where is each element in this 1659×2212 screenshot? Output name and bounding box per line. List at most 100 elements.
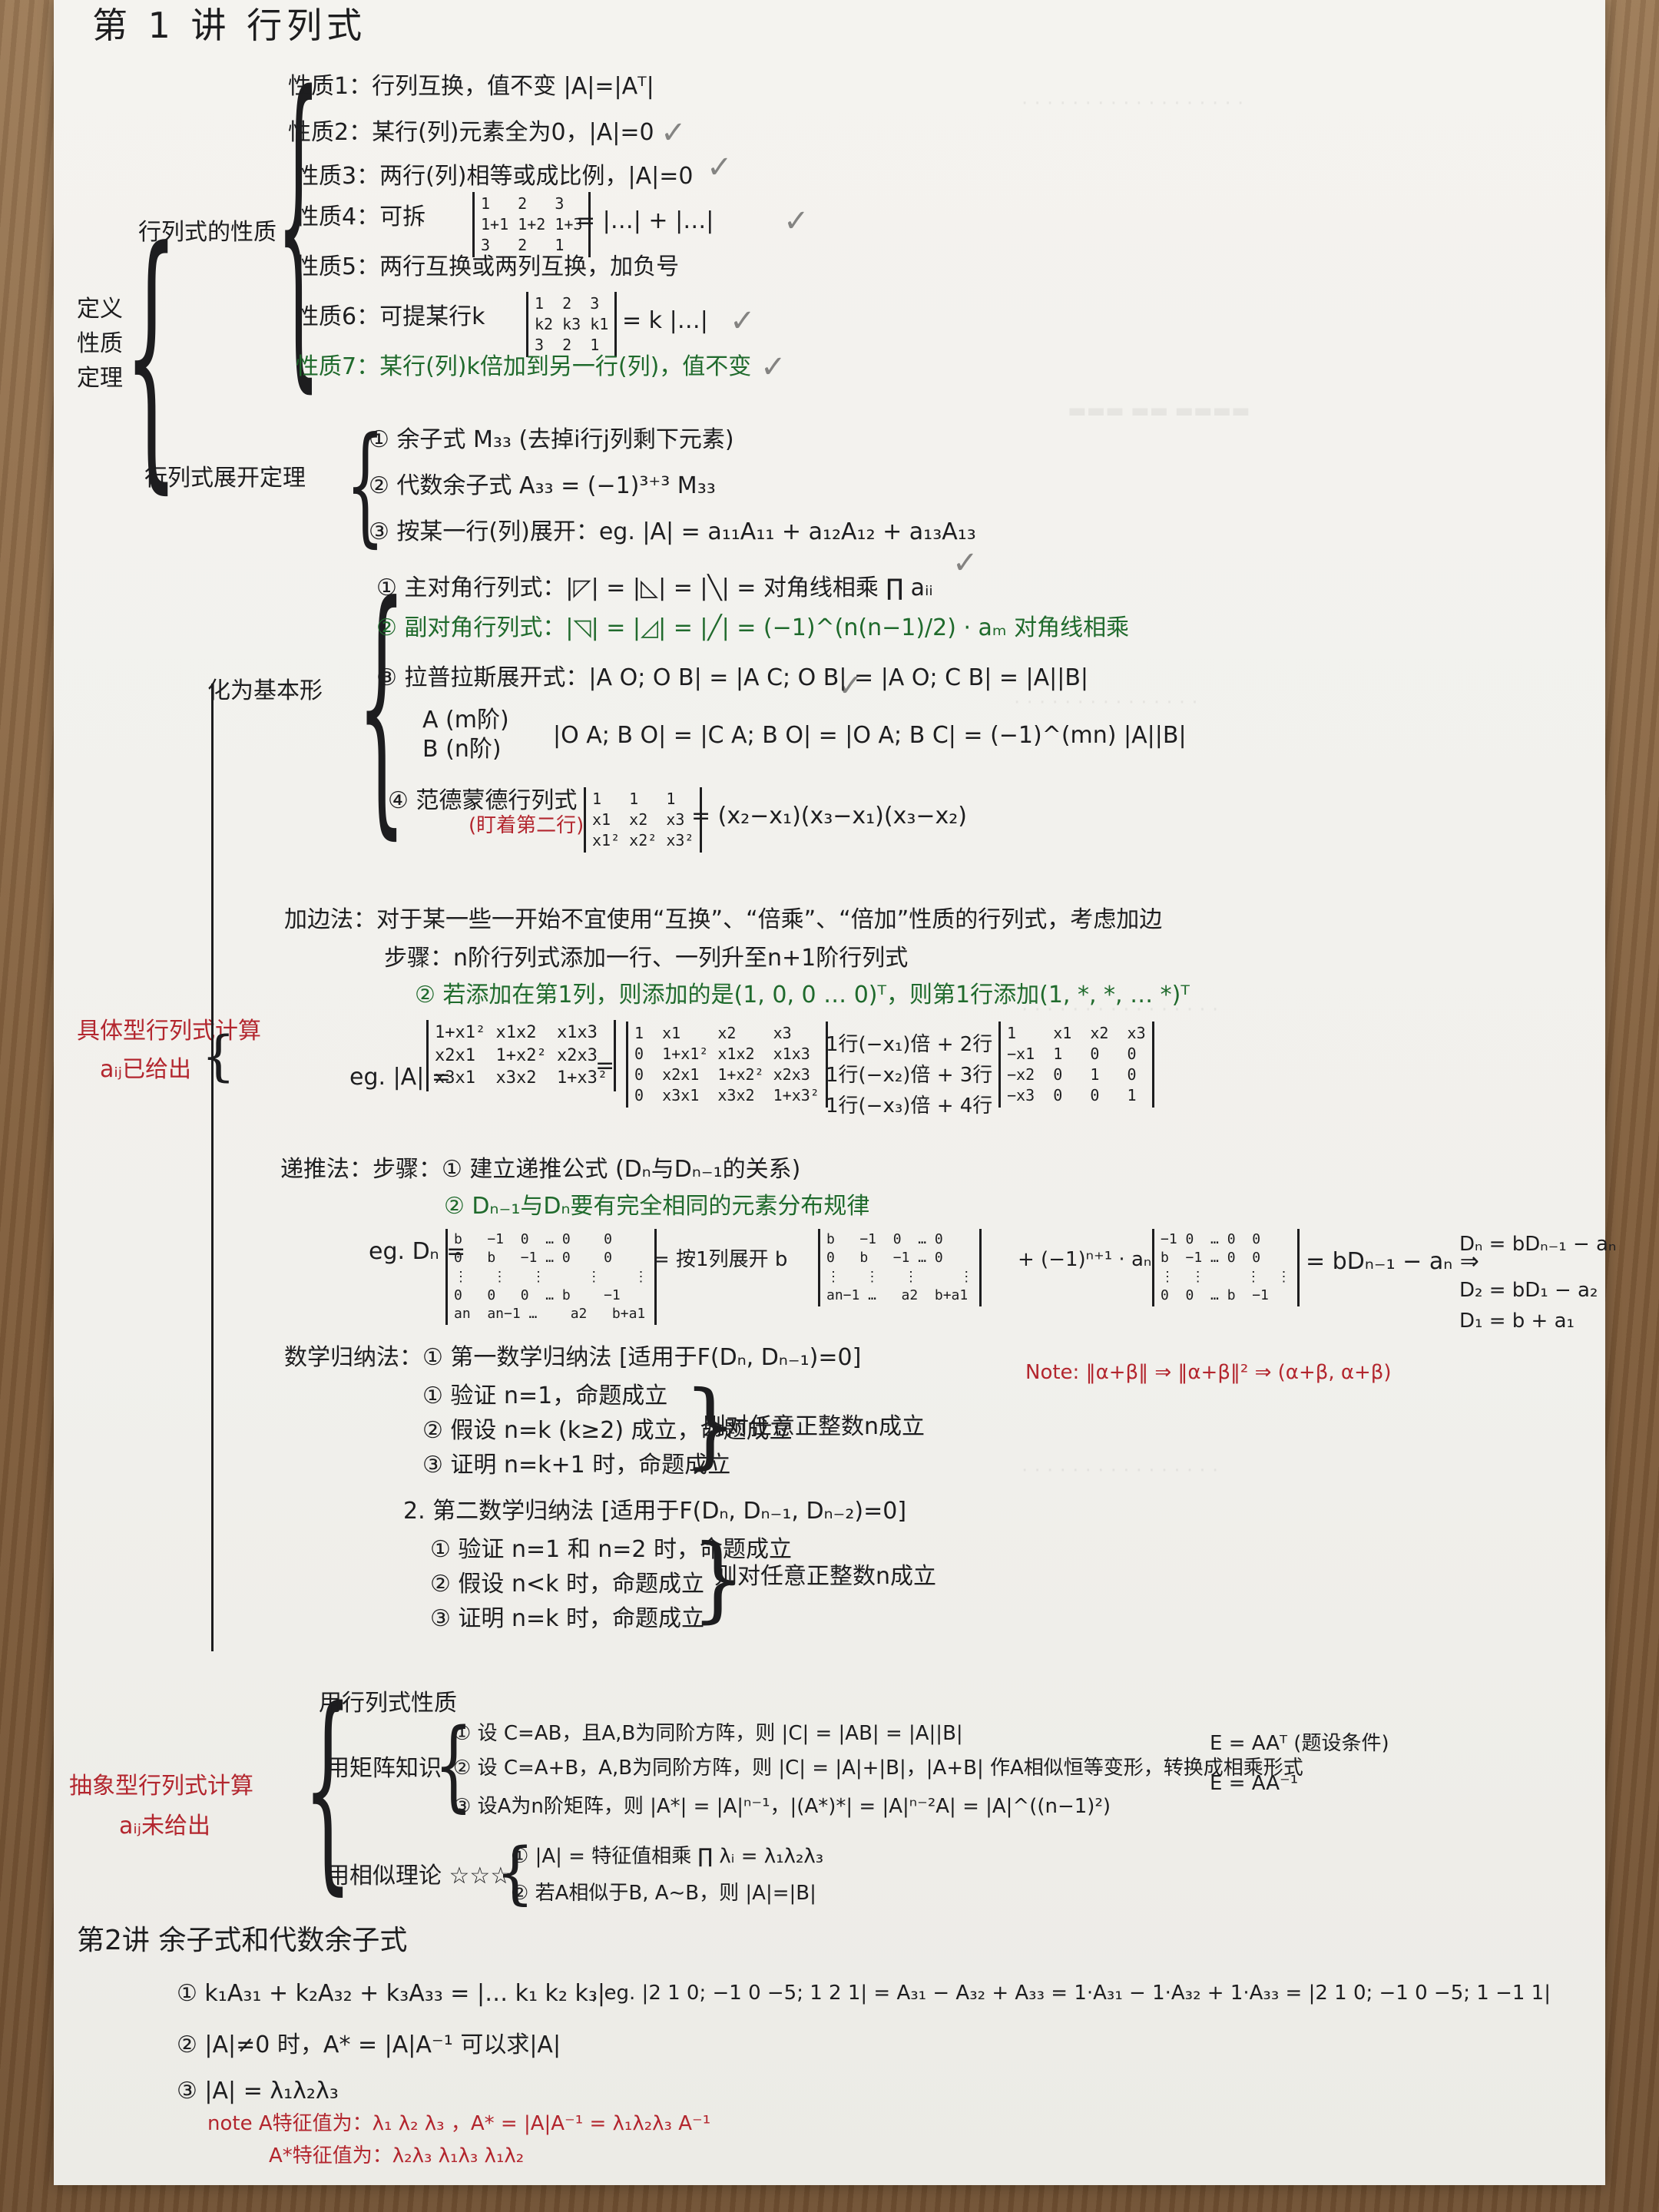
check-mark-icon: ✓ (661, 115, 687, 151)
property-1: 性质1：行列互换，值不变 |A|=|Aᵀ| (288, 73, 654, 100)
concrete-label: 具体型行列式计算 (77, 1018, 261, 1045)
lecture-title: 第 1 讲 行列式 (92, 5, 367, 46)
recursion-minor-matrix: b −1 0 … 0 0 b −1 … 0 ⋮ ⋮ ⋮ ⋮ an−1 … a2 … (818, 1229, 982, 1307)
matrix-knowledge-brace: { (434, 1707, 473, 1823)
notebook-page: · · · · · · · · · · · · · · · · · · ▬▬▬ … (54, 0, 1616, 2185)
add-edge-step: 步骤：n阶行列式添加一行、一列升至n+1阶行列式 (384, 945, 909, 972)
concrete-sublabel: aᵢⱼ已给出 (100, 1056, 191, 1083)
induction-2-step-2: ② 假设 n<k 时，命题成立 (430, 1571, 705, 1598)
basic-form-anti-diagonal: ② 副对角行列式：|◹| = |◿| = |╱| = (−1)^(n(n−1)/… (376, 614, 1130, 641)
induction-2-step-1: ① 验证 n=1 和 n=2 时，命题成立 (430, 1536, 793, 1563)
add-edge-matrix: 1+x1² x1x2 x1x3 x2x1 1+x2² x2x3 x3x1 x3x… (426, 1020, 617, 1092)
row-op-3: 1行(−x₃)倍 + 4行 (826, 1094, 993, 1118)
vandermonde-label: ④ 范德蒙德行列式 (388, 787, 578, 814)
matrix-rule-2: ② 设 C=A+B，A,B为同阶方阵，则 |C| = |A|+|B|，|A+B|… (453, 1757, 1303, 1780)
basic-form-laplace: ③ 拉普拉斯展开式：|A O; O B| = |A C; O B| = |A O… (376, 664, 1089, 691)
identity-aainv: E = AA⁻¹ (1210, 1772, 1299, 1795)
concrete-brace-line (211, 684, 214, 1651)
recursion-eg: eg. Dₙ = (369, 1238, 466, 1265)
similarity-rule-1: ① |A| = 特征值相乘 ∏ λᵢ = λ₁λ₂λ₃ (511, 1845, 824, 1868)
add-edge-result-matrix: 1 x1 x2 x3 −x1 1 0 0 −x2 0 1 0 −x3 0 0 1 (998, 1022, 1154, 1108)
lecture2-point-2: ② |A|≠0 时，A* = |A|A⁻¹ 可以求|A| (177, 2032, 561, 2058)
property-6-tail: = k |…| (622, 307, 708, 334)
equals-sign: = (595, 1052, 615, 1079)
induction-1-step-2: ② 假设 n=k (k≥2) 成立，命题成立 (422, 1417, 793, 1444)
root-label-definition: 定义 (77, 296, 123, 323)
recursion-d2: D₂ = bD₁ − a₂ (1459, 1279, 1598, 1302)
induction-1-conclusion: 则对任意正整数n成立 (703, 1413, 926, 1440)
basic-form-label: 化为基本形 (207, 677, 323, 704)
expansion-section-label: 行列式展开定理 (144, 465, 306, 492)
check-mark-icon: ✓ (837, 668, 863, 704)
induction-2-conclusion: 则对任意正整数n成立 (714, 1563, 937, 1590)
induction-2-title: 2. 第二数学归纳法 [适用于F(Dₙ, Dₙ₋₁, Dₙ₋₂)=0] (403, 1498, 907, 1525)
add-edge-title: 加边法：对于某一些一开始不宜使用“互换”、“倍乘”、“倍加”性质的行列式，考虑加… (284, 906, 1163, 933)
recursion-cofactor-matrix: −1 0 … 0 0 b −1 … 0 0 ⋮ ⋮ ⋮ ⋮ 0 0 … b −1 (1152, 1229, 1300, 1307)
add-edge-rule: ② 若添加在第1列，则添加的是(1, 0, 0 … 0)ᵀ，则第1行添加(1, … (415, 982, 1190, 1008)
abstract-sublabel: aᵢⱼ未给出 (119, 1813, 210, 1839)
vandermonde-result: = (x₂−x₁)(x₃−x₁)(x₃−x₂) (691, 803, 967, 830)
check-mark-icon: ✓ (760, 349, 786, 385)
root-label-property: 性质 (77, 330, 123, 357)
induction-title: 数学归纳法：① 第一数学归纳法 [适用于F(Dₙ, Dₙ₋₁)=0] (284, 1344, 862, 1371)
recursion-rule: ② Dₙ₋₁与Dₙ要有完全相同的元素分布规律 (444, 1193, 870, 1220)
property-4-tail: = |…| + |…| (576, 207, 714, 234)
abstract-use-matrix: 用矩阵知识 (326, 1755, 442, 1782)
recursion-dn: Dₙ = bDₙ₋₁ − aₙ (1459, 1233, 1617, 1256)
expansion-cofactor: ② 代数余子式 A₃₃ = (−1)³⁺³ M₃₃ (369, 472, 716, 499)
lecture2-example: , eg. |2 1 0; −1 0 −5; 1 2 1| = A₃₁ − A₃… (591, 1982, 1551, 2005)
root-brace: { (124, 192, 178, 517)
abstract-brace: { (303, 1662, 353, 1915)
laplace-a-order: A (m阶) (422, 707, 509, 733)
matrix-rule-1: ① 设 C=AB，且A,B为同阶方阵，则 |C| = |AB| = |A||B| (453, 1722, 963, 1745)
note-norm: Note: ‖α+β‖ ⇒ ‖α+β‖² ⇒ (α+β, α+β) (1025, 1361, 1392, 1384)
root-label-theorem: 定理 (77, 365, 123, 392)
row-op-1: 1行(−x₁)倍 + 2行 (826, 1033, 993, 1056)
property-4: 性质4：可拆 (296, 204, 426, 230)
row-op-2: 1行(−x₂)倍 + 3行 (826, 1064, 993, 1087)
concrete-brace-tip: { (201, 1025, 236, 1088)
similarity-rule-2: ② 若A相似于B, A∼B，则 |A|=|B| (511, 1882, 816, 1905)
expansion-row: ③ 按某一行(列)展开：eg. |A| = a₁₁A₁₁ + a₁₂A₁₂ + … (369, 518, 976, 545)
laplace-b-order: B (n阶) (422, 736, 502, 763)
property-2: 性质2：某行(列)元素全为0，|A|=0 (288, 119, 654, 146)
properties-section-label: 行列式的性质 (138, 219, 276, 246)
check-mark-icon: ✓ (952, 545, 979, 581)
vandermonde-matrix: 1 1 1 x1 x2 x3 x1² x2² x3² (584, 787, 703, 853)
laplace-anti-block: |O A; B O| = |C A; B O| = |O A; B C| = (… (553, 722, 1187, 749)
check-mark-icon: ✓ (730, 303, 756, 339)
recursion-expand: = 按1列展开 b (653, 1248, 788, 1271)
recursion-d1: D₁ = b + a₁ (1459, 1310, 1575, 1333)
check-mark-icon: ✓ (707, 150, 733, 185)
induction-1-step-3: ③ 证明 n=k+1 时，命题成立 (422, 1452, 731, 1479)
lecture2-note-2: A*特征值为：λ₂λ₃ λ₁λ₃ λ₁λ₂ (269, 2144, 525, 2167)
vandermonde-hint: (盯着第二行) (469, 814, 584, 837)
abstract-use-properties: 用行列式性质 (319, 1690, 457, 1717)
matrix-rule-3: ③ 设A为n阶矩阵，则 |A*| = |A|ⁿ⁻¹，|(A*)*| = |A|ⁿ… (453, 1795, 1111, 1818)
lecture2-note-1: note A特征值为：λ₁ λ₂ λ₃ ，A* = |A|A⁻¹ = λ₁λ₂λ… (207, 2112, 711, 2135)
expansion-minor: ① 余子式 M₃₃ (去掉i行j列剩下元素) (369, 426, 734, 453)
identity-aat: E = AAᵀ (题设条件) (1210, 1732, 1389, 1755)
add-edge-bordered-matrix: 1 x1 x2 x3 0 1+x1² x1x2 x1x3 0 x2x1 1+x2… (626, 1022, 828, 1108)
lecture2-title: 第2讲 余子式和代数余子式 (77, 1925, 408, 1956)
recursion-matrix: b −1 0 … 0 0 0 b −1 … 0 0 ⋮ ⋮ ⋮ ⋮ ⋮ 0 0 … (445, 1229, 657, 1326)
lecture2-point-3: ③ |A| = λ₁λ₂λ₃ (177, 2078, 339, 2104)
properties-brace: { (276, 27, 321, 423)
recursion-title: 递推法：步骤：① 建立递推公式 (Dₙ与Dₙ₋₁的关系) (280, 1156, 801, 1183)
property-4-matrix: 1 2 3 1+1 1+2 1+3 3 2 1 (472, 192, 591, 257)
recursion-term: + (−1)ⁿ⁺¹ · aₙ (1018, 1248, 1152, 1271)
induction-2-step-3: ③ 证明 n=k 时，命题成立 (430, 1605, 705, 1632)
abstract-label: 抽象型行列式计算 (69, 1773, 253, 1800)
abstract-use-similarity: 用相似理论 ☆☆☆ (326, 1863, 512, 1889)
add-edge-eg: eg. |A| = (349, 1064, 451, 1091)
induction-1-step-1: ① 验证 n=1，命题成立 (422, 1382, 668, 1409)
property-6: 性质6：可提某行k (296, 303, 485, 330)
property-6-matrix: 1 2 3 k2 k3 k1 3 2 1 (526, 292, 618, 357)
basic-form-main-diagonal: ① 主对角行列式：|◸| = |◺| = |╲| = 对角线相乘 ∏ aᵢᵢ (376, 575, 933, 601)
expansion-brace: { (346, 409, 385, 560)
basic-form-brace: { (357, 548, 406, 863)
lecture2-point-1: ① k₁A₃₁ + k₂A₃₂ + k₃A₃₃ = |… k₁ k₂ k₃| (177, 1980, 606, 2007)
similarity-brace: { (495, 1833, 535, 1912)
check-mark-icon: ✓ (783, 204, 810, 239)
property-5: 性质5：两行互换或两列互换，加负号 (296, 253, 680, 280)
